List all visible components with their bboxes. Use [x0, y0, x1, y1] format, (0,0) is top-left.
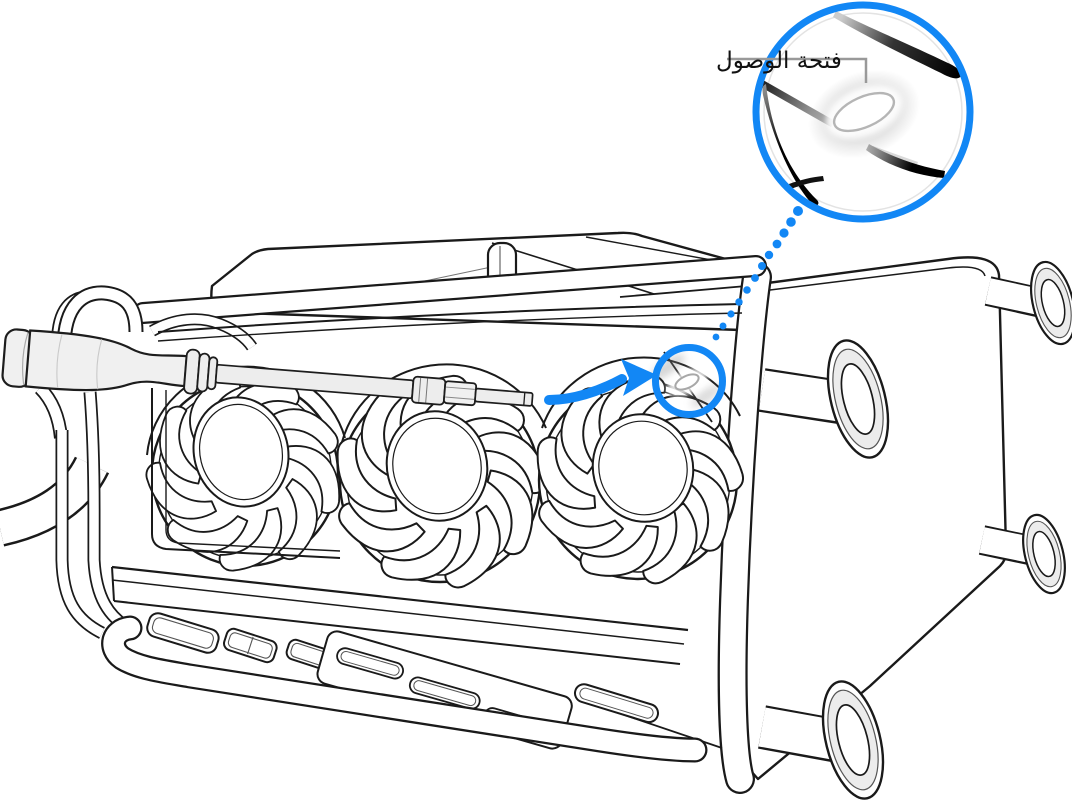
arrow-shaft — [544, 374, 627, 405]
foot-top-right — [984, 260, 1072, 346]
frame-legs — [0, 383, 134, 639]
port-slot — [573, 683, 660, 724]
highlight-ring — [652, 344, 726, 418]
fan-plate-edge — [151, 388, 341, 559]
frame-top-rail — [132, 255, 767, 324]
foot-top-left — [758, 339, 890, 459]
arrow-head — [621, 359, 657, 396]
access-hole-highlight — [651, 344, 726, 423]
shelf — [111, 565, 689, 665]
fan-2-hub — [385, 410, 489, 522]
skid-rail — [101, 615, 708, 763]
screwdriver — [1, 328, 534, 407]
magnified-access-hole — [832, 91, 896, 133]
magnifier-ring — [752, 1, 974, 223]
fan-1 — [133, 365, 355, 586]
fan-3-hub — [591, 413, 695, 523]
port-slot — [146, 612, 220, 654]
foot-bottom-left — [758, 680, 885, 800]
handle-loop — [51, 285, 257, 351]
label-leader-line — [727, 57, 868, 83]
bottom-panel — [741, 256, 1072, 800]
fan-2 — [320, 359, 562, 599]
dotted-leader-line — [712, 206, 803, 341]
callout-label-group: فتحة الوصول — [716, 48, 868, 83]
fan-3 — [521, 360, 757, 595]
access-hole-label: فتحة الوصول — [716, 48, 842, 74]
corner-edge — [717, 262, 772, 794]
access-hole — [674, 373, 700, 391]
port-slot — [223, 627, 278, 664]
screwdriver-bit — [474, 387, 534, 407]
fan-1-hub — [192, 396, 290, 508]
arrow-icon — [544, 359, 657, 405]
magnifier-callout — [752, 1, 974, 223]
foot-bottom-right — [978, 513, 1066, 595]
